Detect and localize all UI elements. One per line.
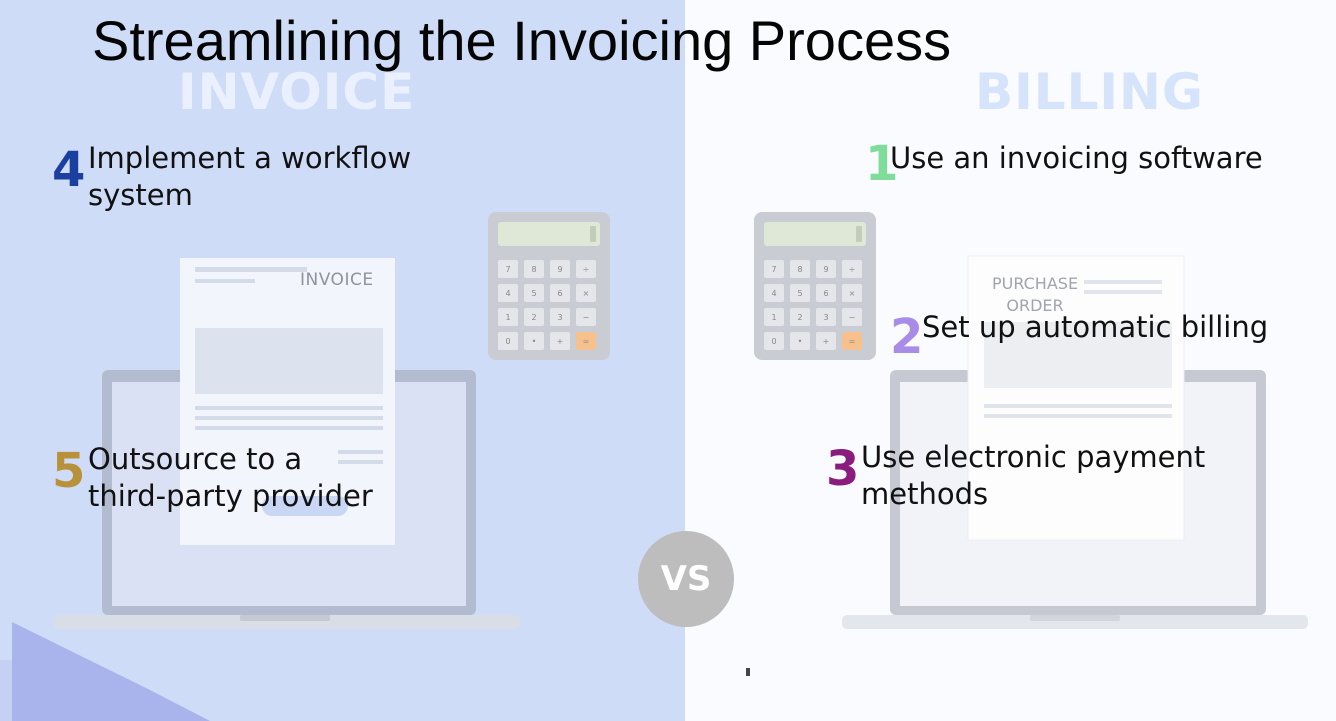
- calc-key: 2: [524, 308, 544, 326]
- invoice-illustration: [54, 212, 610, 629]
- calc-key: 6: [550, 284, 570, 302]
- purchase-order-label-line1: PURCHASE: [991, 274, 1079, 293]
- vs-badge: VS: [638, 531, 734, 627]
- calc-key: 4: [764, 284, 784, 302]
- purchase-order-label: PURCHASE ORDER: [990, 273, 1080, 317]
- item-text-4: Implement a workflow system: [88, 140, 411, 214]
- calc-key: 6: [816, 284, 836, 302]
- item-text-1-line1: Use an invoicing software: [890, 141, 1263, 175]
- calc-key: 7: [764, 260, 784, 278]
- calc-key: −: [576, 308, 596, 326]
- calc-key: ÷: [842, 260, 862, 278]
- item-number-4: 4: [52, 142, 86, 198]
- purchase-order-label-line2: ORDER: [1006, 296, 1064, 315]
- calc-key: 0: [498, 332, 518, 350]
- item-text-4-line2: system: [88, 178, 193, 212]
- calc-key: •: [790, 332, 810, 350]
- calc-key: 8: [790, 260, 810, 278]
- calc-key: 4: [498, 284, 518, 302]
- calc-key: 9: [550, 260, 570, 278]
- decorative-corner-shape: [0, 622, 210, 721]
- item-text-3-line2: methods: [861, 477, 989, 511]
- calc-key: 3: [816, 308, 836, 326]
- calc-key: •: [524, 332, 544, 350]
- item-text-1: Use an invoicing software: [890, 140, 1263, 177]
- item-text-2: Set up automatic billing: [922, 309, 1268, 346]
- calc-key: 5: [790, 284, 810, 302]
- calc-key: 1: [764, 308, 784, 326]
- item-text-5-line2: third-party provider: [88, 479, 373, 513]
- calc-key: 8: [524, 260, 544, 278]
- invoice-document-label: INVOICE: [300, 270, 374, 290]
- billing-heading: BILLING: [975, 63, 1204, 121]
- calc-key: +: [816, 332, 836, 350]
- calc-key: 1: [498, 308, 518, 326]
- calc-key: ×: [842, 284, 862, 302]
- item-number-2: 2: [890, 309, 924, 365]
- billing-illustration: [754, 212, 1308, 629]
- calc-key: 0: [764, 332, 784, 350]
- item-number-5: 5: [52, 443, 86, 499]
- item-number-1: 1: [865, 136, 899, 192]
- calc-key: 5: [524, 284, 544, 302]
- purchase-order-document-icon: [967, 255, 1185, 541]
- calc-key: −: [842, 308, 862, 326]
- calc-key: ×: [576, 284, 596, 302]
- item-text-3: Use electronic payment methods: [861, 439, 1205, 513]
- item-text-5: Outsource to a third-party provider: [88, 441, 373, 515]
- calc-key: 9: [816, 260, 836, 278]
- calculator-keypad-left: 7 8 9 ÷ 4 5 6 × 1 2 3 − 0 • + =: [498, 260, 602, 350]
- item-text-4-line1: Implement a workflow: [88, 141, 412, 175]
- calc-key: +: [550, 332, 570, 350]
- item-text-5-line1: Outsource to a: [88, 442, 303, 476]
- item-text-3-line1: Use electronic payment: [861, 440, 1206, 474]
- item-number-3: 3: [826, 441, 860, 497]
- calculator-keypad-right: 7 8 9 ÷ 4 5 6 × 1 2 3 − 0 • + =: [764, 260, 868, 350]
- stray-mark: [746, 668, 750, 676]
- calc-key: 2: [790, 308, 810, 326]
- calc-key: 3: [550, 308, 570, 326]
- calc-key: 7: [498, 260, 518, 278]
- calc-key: =: [842, 332, 862, 350]
- calc-key: =: [576, 332, 596, 350]
- calc-key: ÷: [576, 260, 596, 278]
- invoice-heading: INVOICE: [178, 63, 416, 121]
- slide-title: Streamlining the Invoicing Process: [92, 9, 952, 72]
- invoice-document-icon: [180, 258, 395, 545]
- item-text-2-line1: Set up automatic billing: [922, 310, 1269, 344]
